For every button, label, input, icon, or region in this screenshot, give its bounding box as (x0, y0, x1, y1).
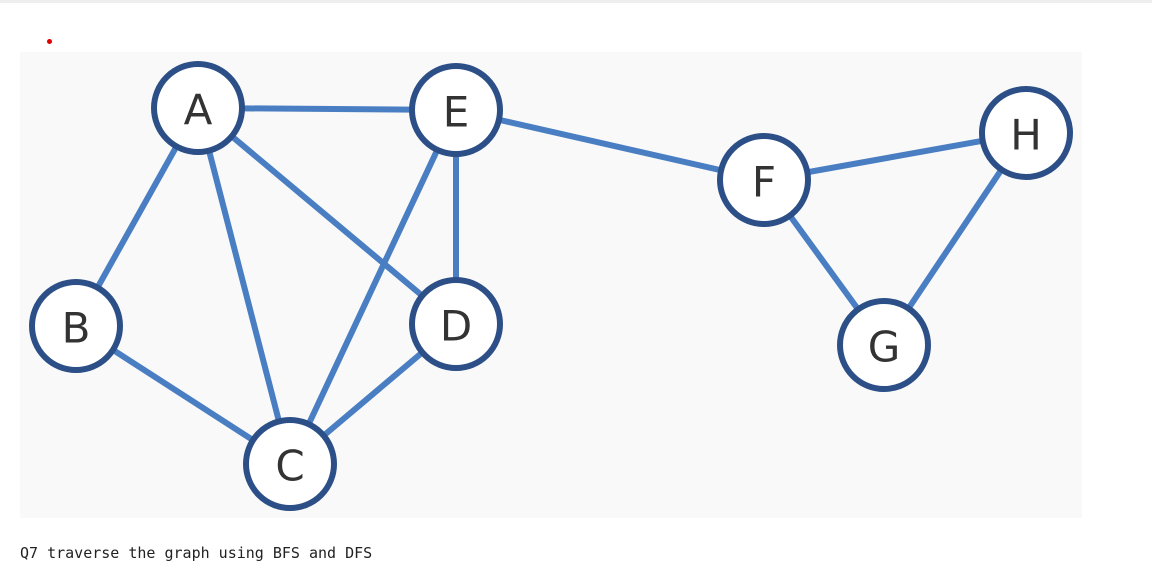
node-circle (717, 133, 811, 227)
node-circle (979, 86, 1073, 180)
top-divider (0, 0, 1152, 3)
edge-c-e (287, 107, 459, 467)
node-d: D (409, 277, 503, 371)
edge-e-f (453, 107, 767, 183)
node-circle (409, 277, 503, 371)
node-a: A (151, 61, 245, 155)
node-label: B (62, 304, 91, 353)
edge-a-d (195, 105, 459, 327)
node-e: E (409, 63, 503, 157)
node-label: H (1010, 111, 1042, 160)
node-circle (29, 279, 123, 373)
edge-a-c (195, 105, 293, 467)
node-h: H (979, 86, 1073, 180)
node-g: G (837, 298, 931, 392)
graph-nodes: A B C D E F G H (29, 61, 1073, 511)
node-label: F (752, 158, 776, 207)
node-circle (151, 61, 245, 155)
node-label: G (868, 323, 901, 372)
node-f: F (717, 133, 811, 227)
question-caption: Q7 traverse the graph using BFS and DFS (20, 544, 373, 562)
node-c: C (243, 417, 337, 511)
node-label: D (440, 302, 472, 351)
node-label: A (184, 86, 213, 135)
node-b: B (29, 279, 123, 373)
node-circle (837, 298, 931, 392)
node-label: E (443, 88, 470, 137)
node-circle (409, 63, 503, 157)
node-label: C (275, 442, 304, 491)
red-dot-marker (47, 39, 52, 44)
graph-edges (73, 105, 1029, 467)
node-circle (243, 417, 337, 511)
